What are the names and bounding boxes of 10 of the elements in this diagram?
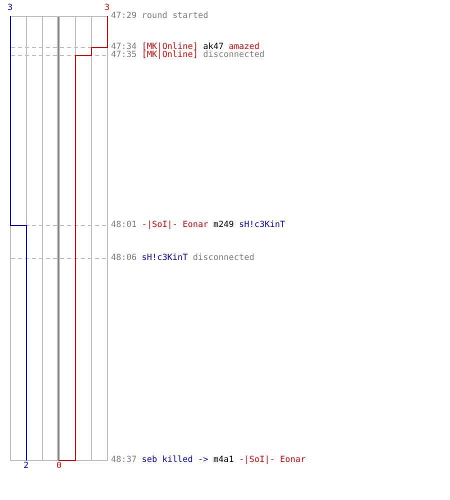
log-entry-text: 47:29 round started [111,12,208,20]
team-count-label: 3 [103,4,111,12]
log-entry-text: 47:35 [MK|Online] disconnected [111,51,265,59]
team-count-label: 3 [6,4,14,12]
log-entry-text: 48:01 -|SoI|- Eonar m249 sH!c3KinT [111,221,286,229]
log-entry-text: 48:37 seb killed -> m4a1 -|SoI|- Eonar [111,456,306,464]
team-count-label: 0 [55,462,63,470]
log-entry-text: 48:06 sH!c3KinT disconnected [111,254,254,262]
team-count-label: 2 [22,462,30,470]
log-entry-text: 47:34 [MK|Online] ak47 amazed [111,43,260,51]
